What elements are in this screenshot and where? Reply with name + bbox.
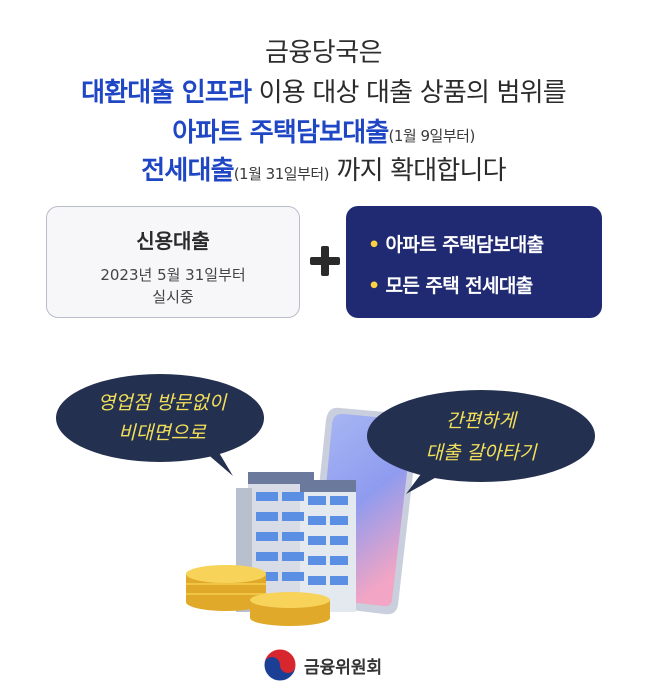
bubble-left-line-2: 비대면으로 [118, 422, 206, 444]
headline-highlight-jeonse: 전세대출 [141, 156, 234, 186]
bubble-right-line-1: 간편하게 [446, 410, 516, 432]
plus-icon [310, 246, 340, 276]
headline-line-3: 아파트 주택담보대출(1월 9일부터) [0, 112, 647, 149]
taegeuk-icon [263, 648, 297, 682]
expanded-item-label: 아파트 주택담보대출 [385, 234, 545, 256]
coins-illustration [186, 565, 330, 626]
headline-line-2: 대환대출 인프라 이용 대상 대출 상품의 범위를 [0, 72, 647, 109]
bubble-right-line-2: 대출 갈아타기 [425, 442, 537, 464]
bubble-shape-right [367, 390, 595, 494]
current-loan-title: 신용대출 [136, 229, 210, 253]
headline-highlight-mortgage: 아파트 주택담보대출 [172, 118, 389, 148]
speech-bubble-left: 영업점 방문없이 비대면으로 [55, 372, 269, 482]
headline-line-2-rest: 이용 대상 대출 상품의 범위를 [251, 78, 567, 108]
speech-bubble-right: 간편하게 대출 갈아타기 [366, 388, 596, 498]
apartment-illustration [236, 472, 356, 612]
bullet-icon: • [368, 234, 380, 256]
expanded-loan-box: •아파트 주택담보대출 •모든 주택 전세대출 [346, 206, 602, 318]
bubble-shape-left [56, 374, 264, 476]
headline-line-4-rest: 까지 확대합니다 [329, 156, 506, 186]
bullet-icon: • [368, 275, 380, 297]
headline-note-jan31: (1월 31일부터) [233, 165, 330, 183]
headline-highlight-infra: 대환대출 인프라 [81, 78, 252, 108]
current-loan-box: 신용대출 2023년 5월 31일부터 실시중 [46, 206, 300, 318]
headline-line-1: 금융당국은 [264, 38, 383, 68]
expanded-item-mortgage: •아파트 주택담보대출 [368, 230, 602, 257]
headline-line-4: 전세대출(1월 31일부터) 까지 확대합니다 [0, 150, 647, 187]
org-name: 금융위원회 [304, 658, 383, 678]
expanded-item-jeonse: •모든 주택 전세대출 [368, 271, 602, 298]
current-loan-status: 실시중 [152, 288, 194, 306]
current-loan-date: 2023년 5월 31일부터 [100, 266, 246, 284]
headline-note-jan9: (1월 9일부터) [388, 127, 476, 145]
expanded-item-label: 모든 주택 전세대출 [385, 275, 534, 297]
bubble-left-line-1: 영업점 방문없이 [97, 392, 227, 414]
